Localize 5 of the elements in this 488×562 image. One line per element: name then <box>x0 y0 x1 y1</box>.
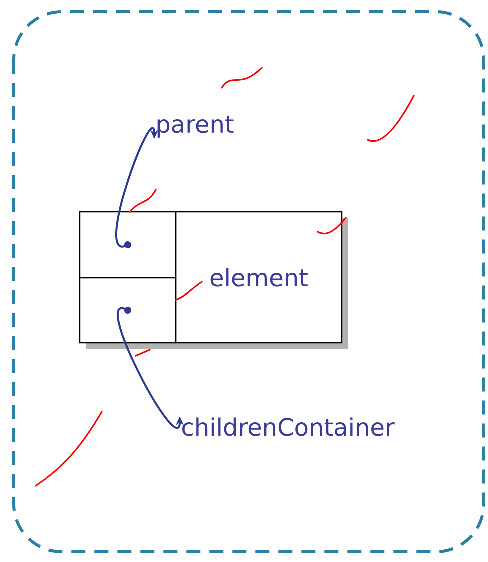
pointer-cell <box>79 277 177 344</box>
field-label: parent <box>158 116 234 138</box>
field-label: childrenContainer <box>182 418 395 436</box>
pointer-arrow <box>116 128 159 248</box>
pointer-cell <box>79 211 177 279</box>
